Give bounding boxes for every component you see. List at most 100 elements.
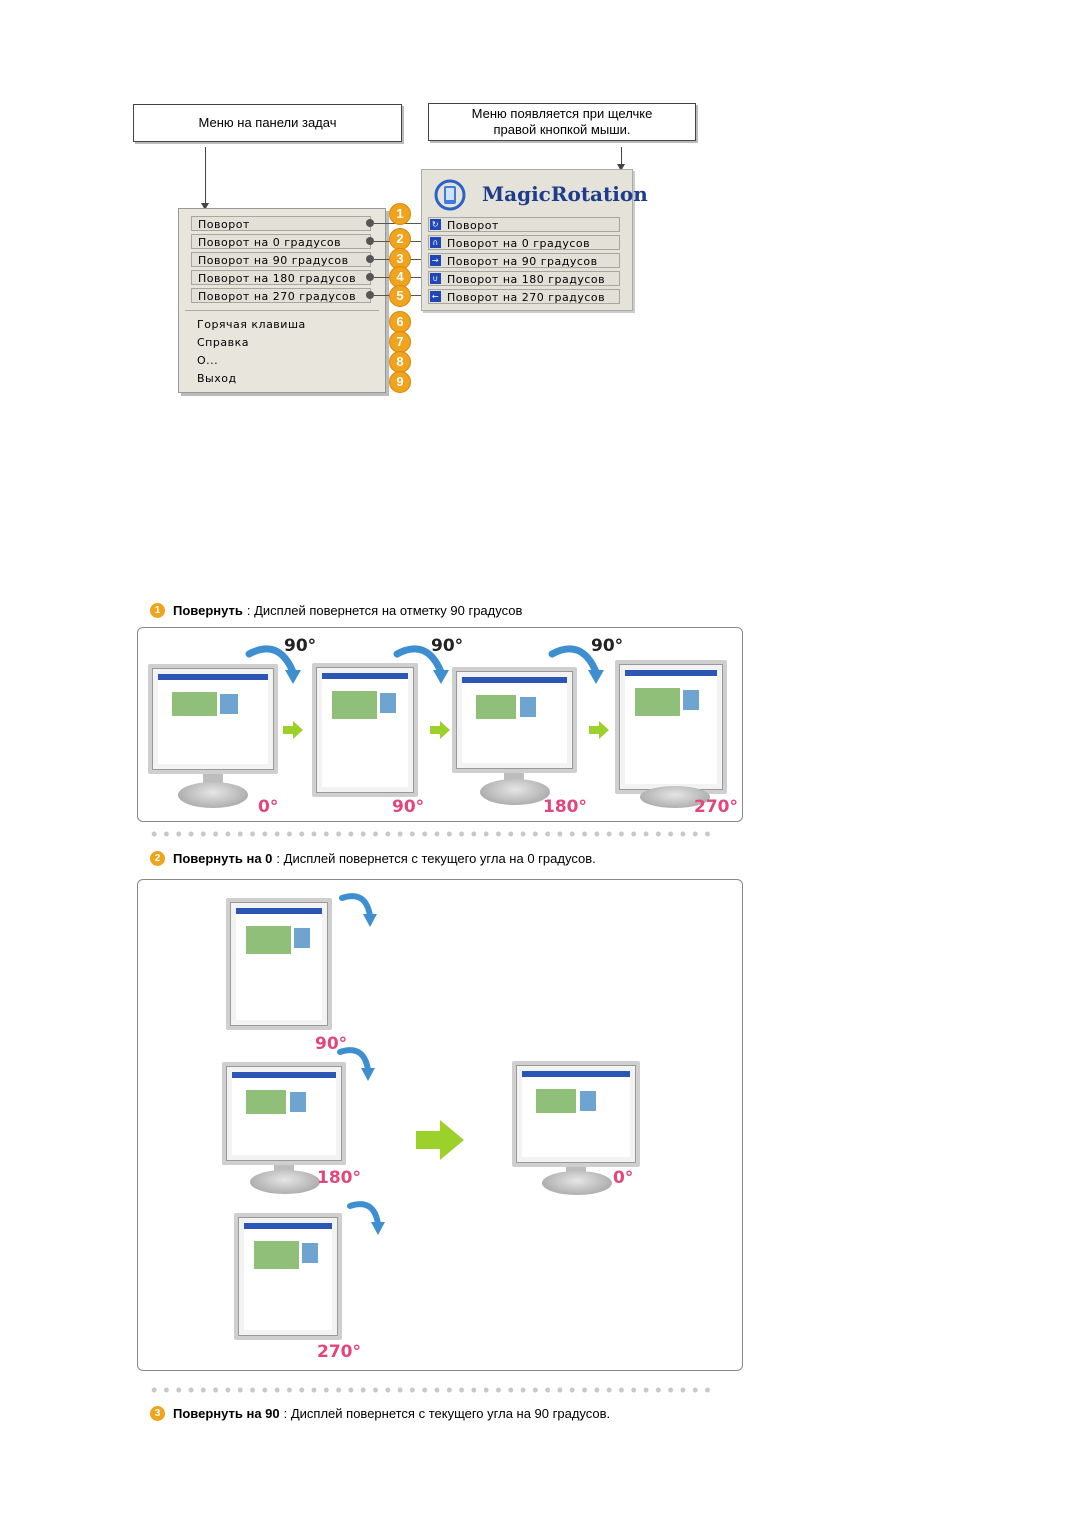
angle-label-270: 270° (694, 797, 738, 817)
rotate-90-icon: → (430, 255, 441, 266)
next-arrow-icon (430, 721, 450, 739)
rotate-arrow-icon (245, 645, 301, 684)
monitor-screen (512, 1061, 640, 1167)
callout-number-7: 7 (389, 331, 411, 353)
rightclick-callout-arrow (621, 147, 622, 167)
monitor-screen (226, 898, 332, 1030)
magic-rotation-logo-icon (434, 179, 466, 211)
section-3-heading: 3 Повернуть на 90 : Дисплей повернется с… (150, 1406, 610, 1421)
monitor-screen (222, 1062, 346, 1165)
section-3-badge: 3 (150, 1406, 165, 1421)
taskbar-menu-item-exit[interactable]: Выход (197, 372, 237, 385)
next-arrow-icon (283, 721, 303, 739)
rotation-label-90: 90° (431, 636, 464, 656)
rotate-0-icon: ∩ (430, 237, 441, 248)
right-click-callout: Меню появляется при щелчке правой кнопко… (428, 103, 696, 141)
section-2-heading: 2 Повернуть на 0 : Дисплей повернется с … (150, 851, 596, 866)
callout-number-1: 1 (389, 203, 411, 225)
taskbar-menu-item-hotkey[interactable]: Горячая клавиша (197, 318, 306, 331)
dotted-separator (148, 831, 712, 837)
monitor-90-degrees (226, 898, 336, 1033)
section-2-title: Повернуть на 0 (173, 851, 273, 866)
monitor-90-degrees (312, 663, 422, 803)
right-click-callout-line2: правой кнопкой мыши. (493, 122, 631, 137)
monitor-screen (615, 660, 727, 794)
monitor-0-degrees (512, 1061, 642, 1196)
dotted-separator (148, 1387, 712, 1393)
mr-item-rotate-180[interactable]: ∪ Поворот на 180 градусов (428, 271, 620, 286)
taskbar-callout-arrow (205, 147, 206, 205)
taskbar-menu-item-rotate-180[interactable]: Поворот на 180 градусов (191, 270, 371, 285)
magic-rotation-brand: MagicRotation (482, 182, 648, 206)
angle-label-180: 180° (543, 797, 587, 817)
section-2-badge: 2 (150, 851, 165, 866)
rotate-arrow-icon (548, 645, 604, 684)
monitor-180-degrees (222, 1062, 347, 1197)
section-1-text: : Дисплей повернется на отметку 90 граду… (246, 603, 523, 618)
section-1-badge: 1 (150, 603, 165, 618)
mr-item-rotate[interactable]: ↻ Поворот (428, 217, 620, 232)
rotate-270-icon: ← (430, 291, 441, 302)
callout-number-9: 9 (389, 371, 411, 393)
angle-label-270: 270° (317, 1342, 361, 1362)
rightclick-callout-arrowhead (617, 164, 625, 171)
connector-dot (366, 291, 374, 299)
menu-divider (185, 310, 379, 311)
angle-label-90: 90° (315, 1034, 348, 1054)
rotate-arrow-icon (347, 1201, 385, 1235)
rotation-label-90: 90° (591, 636, 624, 656)
connector-dot (366, 273, 374, 281)
taskbar-callout-arrowhead (201, 203, 209, 210)
mr-item-rotate-90[interactable]: → Поворот на 90 градусов (428, 253, 620, 268)
mr-item-label: Поворот на 180 градусов (447, 273, 606, 286)
next-arrow-icon (589, 721, 609, 739)
connector-dot (366, 219, 374, 227)
taskbar-menu-callout: Меню на панели задач (133, 104, 402, 142)
mr-item-rotate-0[interactable]: ∩ Поворот на 0 градусов (428, 235, 620, 250)
monitor-0-degrees (148, 664, 278, 814)
mr-item-label: Поворот на 270 градусов (447, 291, 606, 304)
mr-item-rotate-270[interactable]: ← Поворот на 270 градусов (428, 289, 620, 304)
callout-number-6: 6 (389, 311, 411, 333)
taskbar-menu-item-rotate-0[interactable]: Поворот на 0 градусов (191, 234, 371, 249)
connector-dot (366, 255, 374, 263)
angle-label-0: 0° (613, 1168, 634, 1188)
monitor-screen (452, 667, 577, 773)
callout-number-8: 8 (389, 351, 411, 373)
section-3-text: : Дисплей повернется с текущего угла на … (283, 1406, 611, 1421)
connector-dot (366, 237, 374, 245)
monitor-270-degrees (234, 1213, 344, 1348)
monitor-270-degrees (615, 660, 730, 810)
taskbar-menu-item-rotate-270[interactable]: Поворот на 270 градусов (191, 288, 371, 303)
rotate-arrow-icon (339, 893, 377, 927)
taskbar-menu-item-about[interactable]: О... (197, 354, 219, 367)
section-1-heading: 1 Повернуть : Дисплей повернется на отме… (150, 603, 522, 618)
callout-number-5: 5 (389, 285, 411, 307)
monitor-screen (312, 663, 418, 797)
mr-item-label: Поворот на 90 градусов (447, 255, 598, 268)
angle-label-0: 0° (258, 797, 279, 817)
mr-item-label: Поворот на 0 градусов (447, 237, 591, 250)
next-arrow-icon (416, 1120, 464, 1160)
section-3-title: Повернуть на 90 (173, 1406, 280, 1421)
mr-item-label: Поворот (447, 219, 499, 232)
taskbar-menu-callout-text: Меню на панели задач (198, 115, 337, 130)
monitor-screen (234, 1213, 342, 1340)
monitor-180-degrees (452, 667, 582, 817)
angle-label-90: 90° (392, 797, 425, 817)
taskbar-menu-item-help[interactable]: Справка (197, 336, 249, 349)
rotation-label-90: 90° (284, 636, 317, 656)
monitor-screen (148, 664, 278, 774)
angle-label-180: 180° (317, 1168, 361, 1188)
rotate-arrow-icon (393, 645, 449, 684)
right-click-callout-line1: Меню появляется при щелчке (471, 106, 653, 121)
taskbar-menu-item-rotate-90[interactable]: Поворот на 90 градусов (191, 252, 371, 267)
taskbar-context-menu: Поворот Поворот на 0 градусов Поворот на… (178, 208, 386, 393)
taskbar-menu-item-rotate[interactable]: Поворот (191, 216, 371, 231)
section-2-text: : Дисплей повернется с текущего угла на … (276, 851, 596, 866)
rotate-180-icon: ∪ (430, 273, 441, 284)
magic-rotation-logo: MagicRotation (432, 178, 648, 212)
callout-number-2: 2 (389, 228, 411, 250)
rotate-arrow-icon (337, 1047, 375, 1081)
section-1-title: Повернуть (173, 603, 243, 618)
